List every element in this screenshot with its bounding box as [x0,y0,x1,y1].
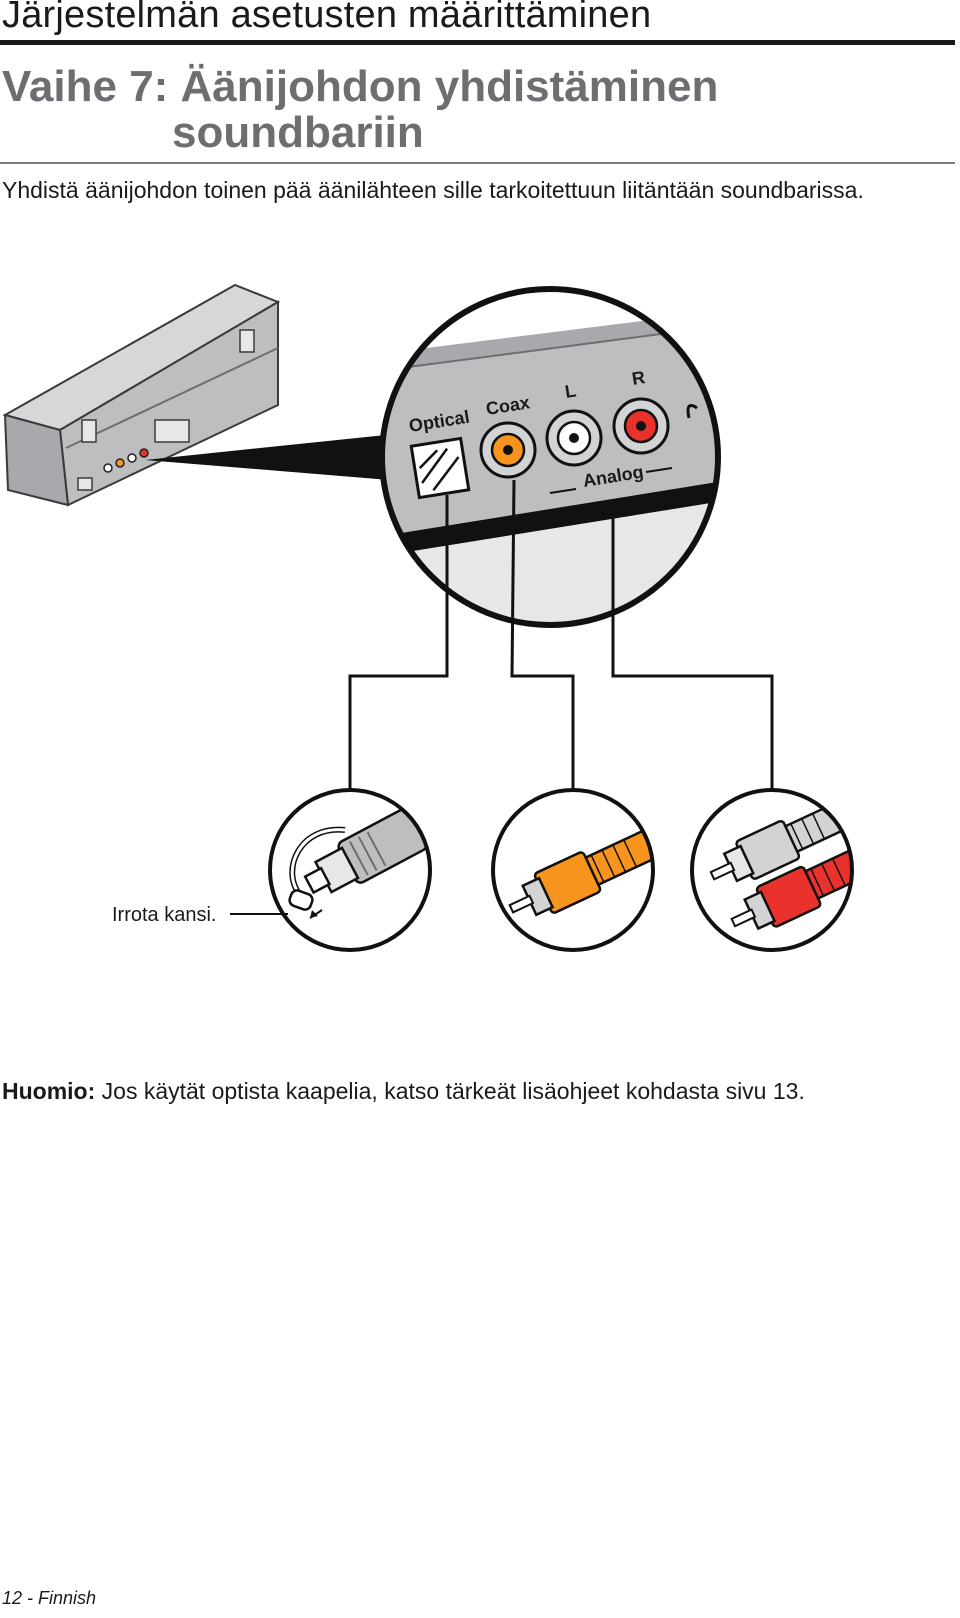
note-label: Huomio: [2,1078,96,1104]
step-title-line2: soundbariin [172,108,424,157]
cap-caption: Irrota kansi. [112,904,216,926]
analog-right-port [612,397,670,455]
connection-diagram: Optical Coax L R Analog [0,280,960,1000]
analog-left-port [545,409,603,467]
connection-illustration: Optical Coax L R Analog [2,283,854,952]
title-rule [0,162,955,164]
coax-cable-illustration [491,788,655,952]
optical-port [409,436,471,500]
step-title: Vaihe 7: Äänijohdon yhdistäminen soundba… [2,64,718,156]
analog-right-label: R [630,367,646,389]
connector-lines [348,479,774,790]
soundbar-illustration [2,283,281,507]
analog-cable-illustration [690,788,854,952]
section-title: Järjestelmän asetusten määrittäminen [2,0,652,36]
page-footer: 12 - Finnish [2,1588,97,1608]
zoom-wedge [145,435,390,480]
instruction-text: Yhdistä äänijohdon toinen pää äänilähtee… [2,177,864,203]
coax-port [479,421,537,479]
zoomed-panel: Optical Coax L R Analog [379,286,721,628]
note: Huomio: Jos käytät optista kaapelia, kat… [2,1078,805,1105]
optical-cable-illustration [268,788,432,952]
step-title-line1: Vaihe 7: Äänijohdon yhdistäminen [2,62,719,111]
header-rule [0,40,955,45]
analog-left-label: L [563,380,577,401]
note-text: Jos käytät optista kaapelia, katso tärke… [95,1078,805,1104]
